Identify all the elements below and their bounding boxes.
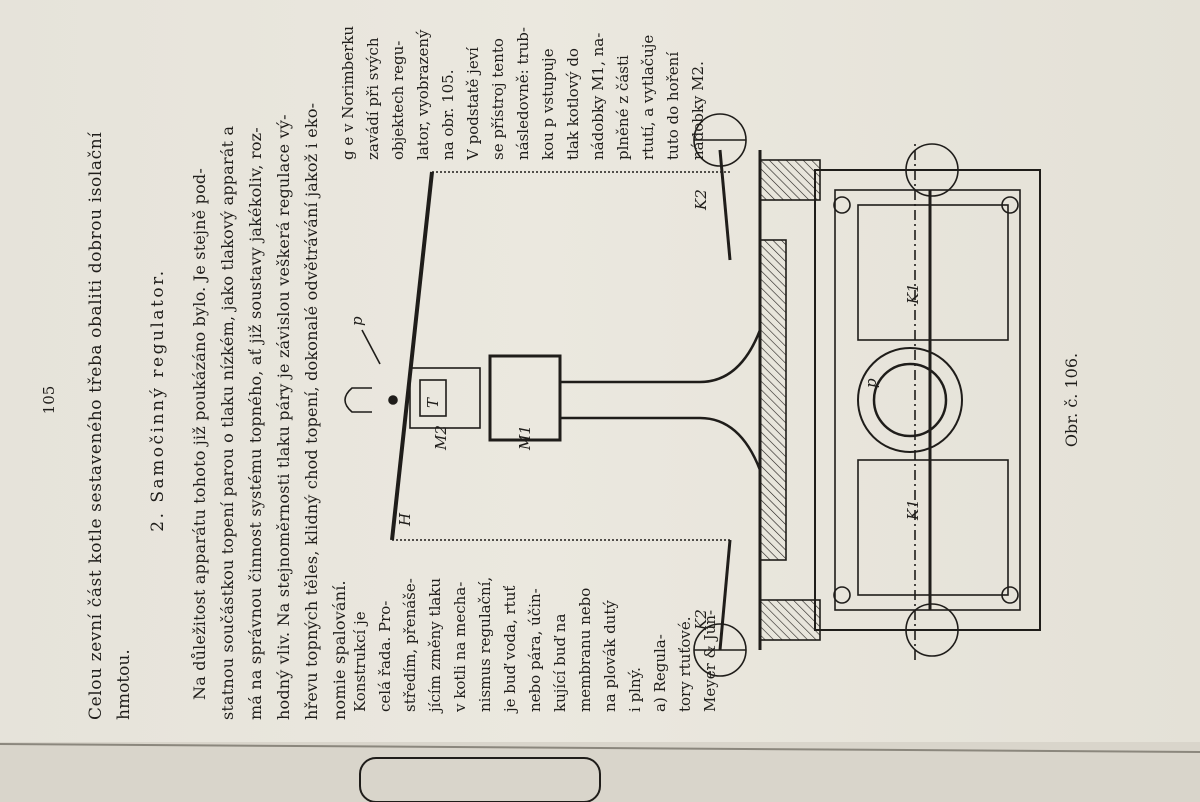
label-k2-right: K2 [692, 189, 710, 211]
label-p-plan: p [862, 378, 880, 388]
label-m1: M1 [516, 425, 534, 451]
left-damper [718, 539, 732, 651]
pipe-p [361, 329, 381, 365]
plan-view [814, 140, 1041, 660]
top-cap [344, 387, 372, 413]
pivot-point [388, 395, 398, 405]
central-core [872, 362, 948, 438]
right-wall-block [759, 159, 821, 201]
label-m2: M2 [432, 425, 450, 451]
adjacent-page-edge [0, 742, 1200, 802]
lower-vessel [488, 354, 562, 442]
lever-arm [390, 171, 434, 541]
plan-frame-inner [834, 189, 1021, 611]
figure-caption: Obr. č. 106. [1062, 352, 1081, 448]
float-t [419, 379, 447, 417]
elevation-view [344, 113, 821, 677]
column-stem [560, 329, 762, 471]
plan-box-left [857, 459, 1009, 596]
right-damper [718, 149, 732, 261]
corner-bolt [1001, 196, 1019, 214]
label-k1-left: K1 [904, 499, 922, 521]
corner-bolt [833, 586, 851, 604]
plan-weight-right [905, 143, 959, 197]
label-p-top: p [348, 316, 366, 326]
plan-frame-outer [814, 169, 1041, 631]
corner-bolt [1001, 586, 1019, 604]
plan-box-right [857, 204, 1009, 341]
label-k2-left: K2 [692, 609, 710, 631]
floor-base [759, 239, 787, 561]
label-t: T [424, 397, 442, 408]
left-wall-block [759, 599, 821, 641]
upper-vessel [409, 367, 481, 429]
central-housing [857, 347, 963, 453]
label-k1-right: K1 [904, 283, 922, 305]
label-h: H [396, 512, 414, 527]
corner-bolt [833, 196, 851, 214]
plan-weight-left [905, 603, 959, 657]
